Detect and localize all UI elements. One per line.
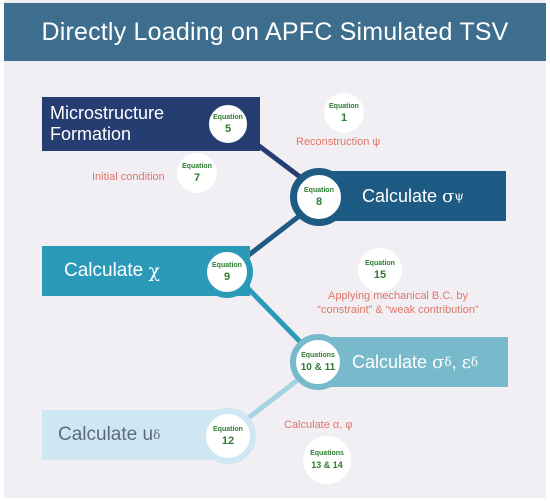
equation-label: Equation <box>329 102 359 110</box>
equation-8-badge: Equation 8 <box>290 168 348 226</box>
equation-label: Equations <box>301 351 335 359</box>
mechanical-bc-note: Applying mechanical B.C. by “constraint”… <box>298 289 498 317</box>
calculate-sigma-psi-box: Calculate σ ψ <box>322 171 506 221</box>
equation-7-badge: Equation 7 <box>177 153 217 193</box>
initial-condition-note: Initial condition <box>92 171 165 183</box>
equation-number: 9 <box>223 270 231 283</box>
equation-number: 12 <box>221 434 235 447</box>
calculate-u-prefix: Calculate u <box>58 424 154 445</box>
calculate-sigma-delta-prefix: Calculate <box>352 351 433 372</box>
equation-label: Equation <box>212 261 242 269</box>
equation-label: Equation <box>365 259 395 267</box>
equation-label: Equation <box>213 425 243 433</box>
equation-number: 15 <box>373 268 387 281</box>
equation-label: Equations <box>310 449 344 457</box>
equation-10-11-badge: Equations 10 & 11 <box>290 334 346 390</box>
mechanical-bc-line-2: “constraint” & “weak contribution” <box>317 304 479 316</box>
equation-number: 1 <box>340 111 348 124</box>
calculate-chi-prefix: Calculate <box>64 260 149 281</box>
sigma-symbol: σ <box>442 185 455 207</box>
diagram-title: Directly Loading on APFC Simulated TSV <box>4 3 546 61</box>
equation-5-badge: Equation 5 <box>203 99 253 149</box>
symbol-separator: , <box>451 351 462 372</box>
sigma-delta-symbol: σ <box>432 351 445 373</box>
equation-13-14-badge: Equations 13 & 14 <box>303 436 351 484</box>
equation-1-badge: Equation 1 <box>324 93 364 133</box>
calculate-sigma-epsilon-delta-box: Calculate σ δ , ε δ <box>330 337 508 387</box>
mechanical-bc-line-1: Applying mechanical B.C. by <box>327 290 468 302</box>
equation-number: 5 <box>224 122 232 135</box>
epsilon-delta-symbol: ε <box>461 351 471 373</box>
equation-number: 8 <box>315 195 323 208</box>
equation-9-badge: Equation 9 <box>201 246 253 298</box>
calculate-alpha-phi-note: Calculate α, φ <box>284 419 353 431</box>
microstructure-formation-label: Microstructure Formation <box>50 103 165 144</box>
equation-number: 13 & 14 <box>311 459 343 470</box>
calculate-sigma-psi-prefix: Calculate <box>362 185 443 206</box>
equation-15-badge: Equation 15 <box>358 248 402 292</box>
equation-label: Equation <box>182 162 212 170</box>
equation-12-badge: Equation 12 <box>200 408 256 464</box>
chi-symbol: χ <box>148 260 161 282</box>
equation-number: 10 & 11 <box>300 361 336 373</box>
equation-label: Equation <box>304 186 334 194</box>
equation-number: 7 <box>193 171 201 184</box>
equation-label: Equation <box>213 113 243 121</box>
reconstruction-psi-note: Reconstruction ψ <box>296 136 381 148</box>
